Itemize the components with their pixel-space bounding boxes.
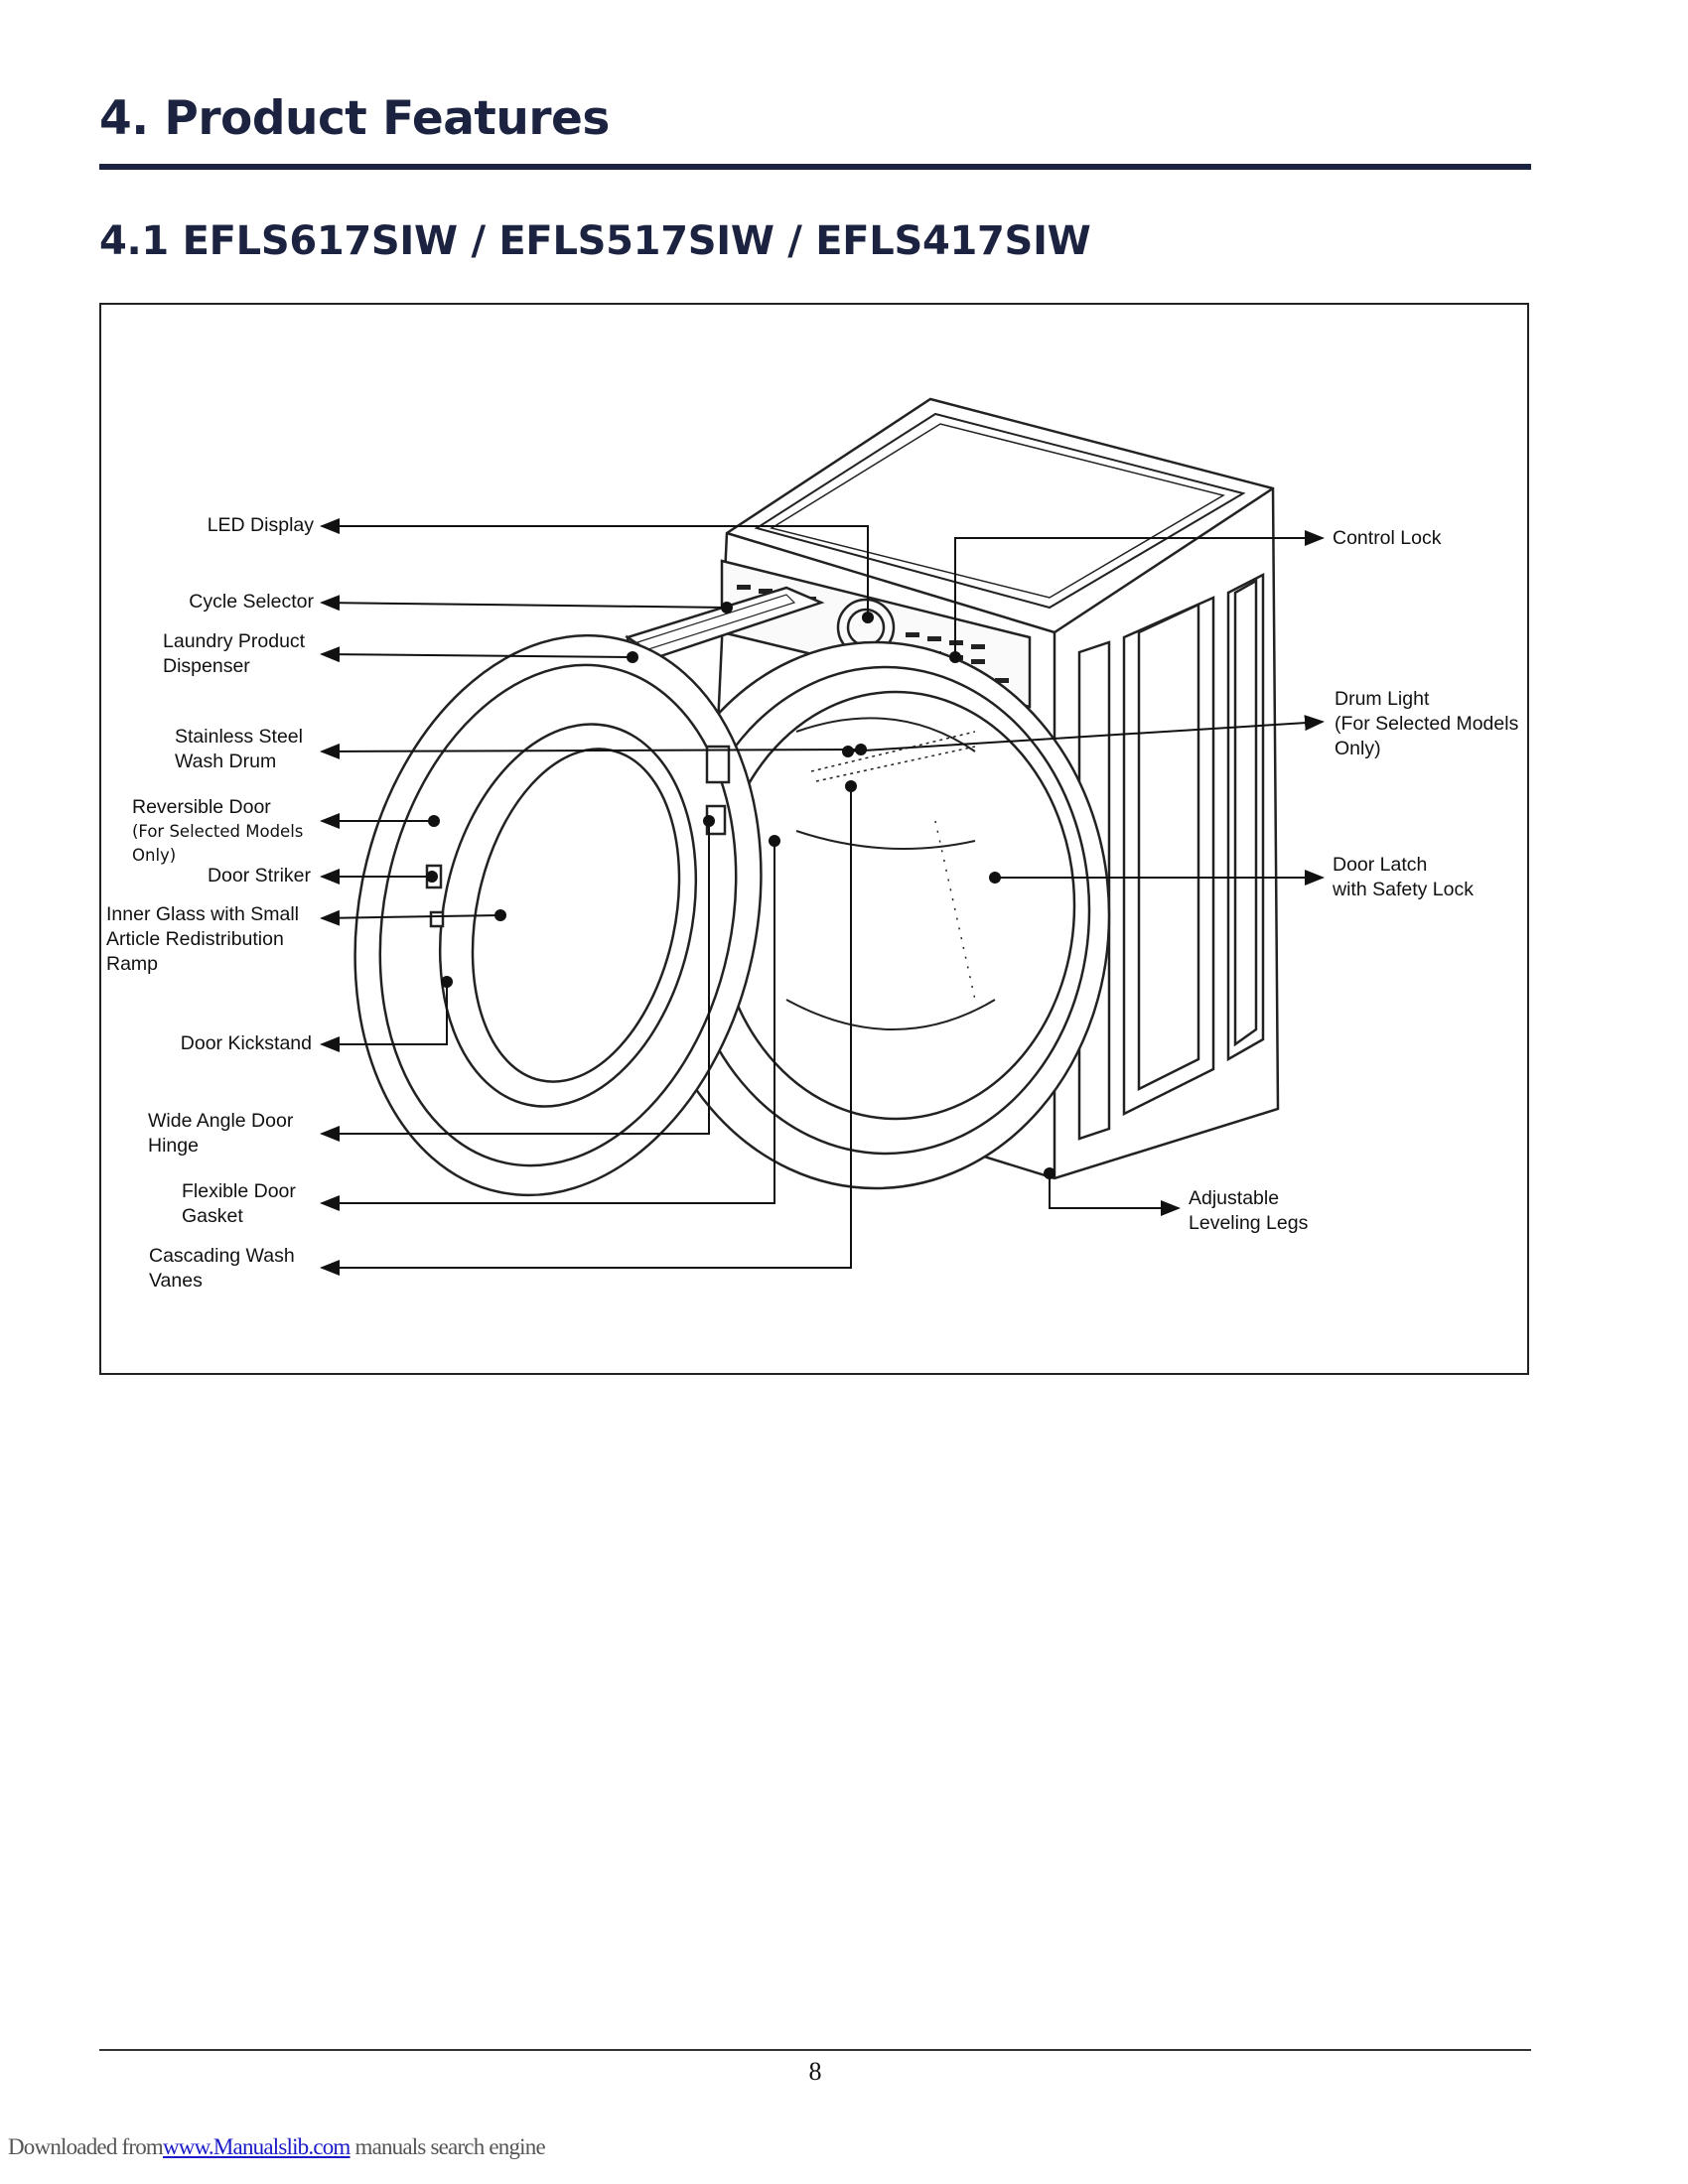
washer-illustration xyxy=(320,397,1325,1276)
door-hinge xyxy=(705,745,731,836)
label-wash-drum: Stainless Steel Wash Drum xyxy=(175,726,303,772)
label-door-kickstand: Door Kickstand xyxy=(180,1032,312,1054)
label-door-hinge: Wide Angle Door Hinge xyxy=(148,1110,294,1157)
label-control-lock: Control Lock xyxy=(1333,527,1442,549)
leader-lines xyxy=(320,518,1325,1276)
label-wash-vanes: Cascading Wash Vanes xyxy=(149,1245,295,1292)
drum-front xyxy=(640,640,1111,1190)
label-reversible-door-note: (For Selected Models Only) xyxy=(132,822,304,865)
label-door-latch: Door Latch with Safety Lock xyxy=(1333,854,1474,900)
download-footer: Downloaded fromwww.Manualslib.com manual… xyxy=(8,2134,546,2160)
label-led-display: LED Display xyxy=(207,514,314,536)
label-door-striker: Door Striker xyxy=(207,865,311,887)
label-inner-glass: Inner Glass with Small Article Redistrib… xyxy=(106,903,299,975)
footer-rule xyxy=(99,2049,1531,2051)
label-drum-light: Drum Light (For Selected Models Only) xyxy=(1335,688,1519,759)
heading-rule xyxy=(99,164,1531,170)
leader-dots xyxy=(426,602,1055,1179)
label-cycle-selector: Cycle Selector xyxy=(189,591,314,613)
label-leveling-legs: Adjustable Leveling Legs xyxy=(1189,1187,1309,1234)
download-suffix: manuals search engine xyxy=(350,2134,545,2159)
page-number: 8 xyxy=(808,2057,822,2086)
product-diagram: LED Display Cycle Selector Laundry Produ… xyxy=(99,303,1529,1375)
download-prefix: Downloaded from xyxy=(8,2134,164,2159)
label-door-gasket: Flexible Door Gasket xyxy=(182,1180,296,1227)
manualslib-link[interactable]: www.Manualslib.com xyxy=(163,2134,351,2159)
open-door xyxy=(353,633,763,1197)
section-heading: 4. Product Features xyxy=(99,91,610,146)
model-heading: 4.1 EFLS617SIW / EFLS517SIW / EFLS417SIW xyxy=(99,218,1091,264)
label-laundry-dispenser: Laundry Product Dispenser xyxy=(163,630,306,677)
label-reversible-door: Reversible Door xyxy=(132,796,271,818)
